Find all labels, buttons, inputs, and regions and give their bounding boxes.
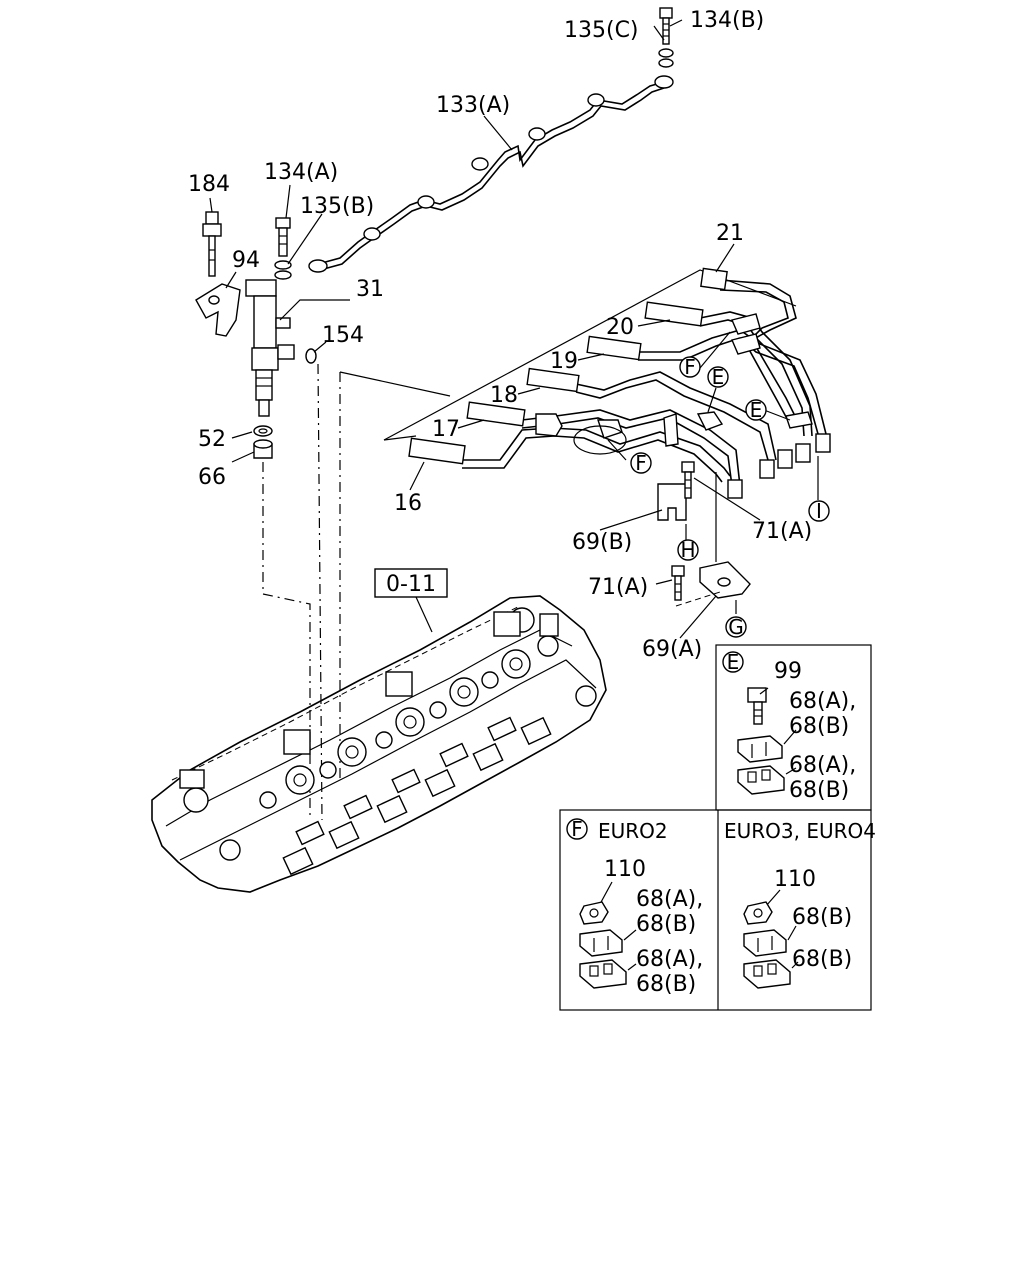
bolt-71a-upper	[681, 461, 695, 499]
detail-f-panel: F EURO2 110 68(A), 68(B) 68(A), 68(B) EU…	[559, 809, 876, 1011]
detail-e-clamp-upper	[737, 735, 783, 763]
detail-f-right-variant: EURO3, EURO4	[724, 819, 876, 843]
callout-e-2-label: E	[750, 398, 763, 422]
detail-f-left-clamp-upper-line1: 68(A),	[636, 887, 703, 912]
callout-f-1-label: F	[684, 355, 696, 379]
callout-h: H	[677, 538, 699, 562]
rocker-bosses	[179, 611, 559, 789]
seal-66	[253, 439, 273, 459]
detail-e-clamp-lower	[737, 765, 785, 795]
bracket-69b	[657, 483, 687, 521]
detail-f-left-nut	[579, 901, 609, 925]
bolt-134b	[659, 7, 673, 45]
detail-f-right-clamp-upper	[743, 929, 787, 957]
detail-e-clamp-upper-line1: 68(A),	[789, 689, 856, 714]
injector-31	[245, 279, 295, 417]
detail-f-right-clamp-lower-label: 68(B)	[792, 947, 852, 972]
label-20: 20	[606, 315, 634, 340]
part-labels: 135(C) 134(B) 133(A) 134(A) 135(B) 184 9…	[188, 8, 812, 662]
callout-e-2: E	[745, 398, 767, 422]
detail-e-clamp-upper-line2: 68(B)	[789, 714, 849, 739]
stud-184	[202, 211, 222, 277]
bolt-134a	[275, 217, 291, 257]
detail-f-left-clamp-upper	[579, 929, 623, 957]
injection-pipe-assembly	[383, 267, 831, 499]
detail-f-left-clamp-lower	[579, 959, 627, 989]
label-31: 31	[356, 277, 384, 302]
label-69a: 69(A)	[642, 637, 702, 662]
detail-f-left-nut-label: 110	[604, 857, 646, 882]
label-52: 52	[198, 427, 226, 452]
washer-135b	[274, 260, 292, 280]
detail-f-left-clamp-lower-line2: 68(B)	[636, 972, 696, 997]
label-71a-lower: 71(A)	[588, 575, 648, 600]
label-69b: 69(B)	[572, 530, 632, 555]
detail-f-right-nut-label: 110	[774, 867, 816, 892]
label-134a: 134(A)	[264, 160, 338, 185]
label-184: 184	[188, 172, 230, 197]
detail-e-key: E	[727, 650, 740, 674]
label-17: 17	[432, 417, 460, 442]
bolt-71a-lower	[671, 565, 685, 601]
label-135b: 135(B)	[300, 194, 374, 219]
washer-135c	[658, 48, 674, 68]
label-71a-upper: 71(A)	[752, 519, 812, 544]
cylinder-head-drawing	[151, 595, 607, 893]
callout-e-1-label: E	[712, 365, 725, 389]
label-16: 16	[394, 491, 422, 516]
clamp-bracket-94	[195, 283, 241, 337]
callout-h-label: H	[680, 538, 695, 562]
detail-e-clamp-lower-line1: 68(A),	[789, 753, 856, 778]
callout-f-2: F	[630, 451, 652, 475]
detail-f-right-clamp-lower	[743, 959, 791, 989]
intake-ports	[282, 716, 552, 876]
detail-f-right-clamp-upper-label: 68(B)	[792, 905, 852, 930]
label-19: 19	[550, 349, 578, 374]
callout-f-1: F	[679, 355, 701, 379]
gasket-52	[253, 425, 273, 437]
callout-g-label: G	[728, 615, 744, 639]
detail-f-key: F	[571, 817, 583, 841]
callout-g: G	[725, 615, 747, 639]
detail-f-left-clamp-upper-line2: 68(B)	[636, 912, 696, 937]
detail-e-panel: E 99 68(A), 68(B) 68(A), 68(B)	[715, 644, 872, 811]
label-18: 18	[490, 383, 518, 408]
label-134b: 134(B)	[690, 8, 764, 33]
callout-e-1: E	[707, 365, 729, 389]
bracket-link-line	[675, 591, 721, 607]
detail-f-left-variant: EURO2	[598, 819, 668, 843]
label-66: 66	[198, 465, 226, 490]
label-ref-011: 0-11	[386, 572, 436, 597]
callout-f-2-label: F	[635, 451, 647, 475]
label-21: 21	[716, 221, 744, 246]
label-133a: 133(A)	[436, 93, 510, 118]
detail-e-clamp-lower-line2: 68(B)	[789, 778, 849, 803]
label-135c: 135(C)	[564, 18, 639, 43]
reference-box-011	[374, 568, 448, 633]
detail-f-left-clamp-lower-line1: 68(A),	[636, 947, 703, 972]
label-154: 154	[322, 323, 364, 348]
label-94: 94	[232, 248, 260, 273]
detail-e-bolt-label: 99	[774, 659, 802, 684]
leak-off-pipe-133a	[308, 75, 674, 273]
bracket-69a	[699, 561, 751, 599]
callout-i: I	[808, 499, 830, 523]
leader-lines	[209, 19, 791, 639]
callout-i-label: I	[816, 499, 822, 523]
detail-f-right-nut	[743, 901, 773, 925]
detail-e-bolt	[747, 687, 767, 725]
o-ring-154	[305, 348, 317, 364]
